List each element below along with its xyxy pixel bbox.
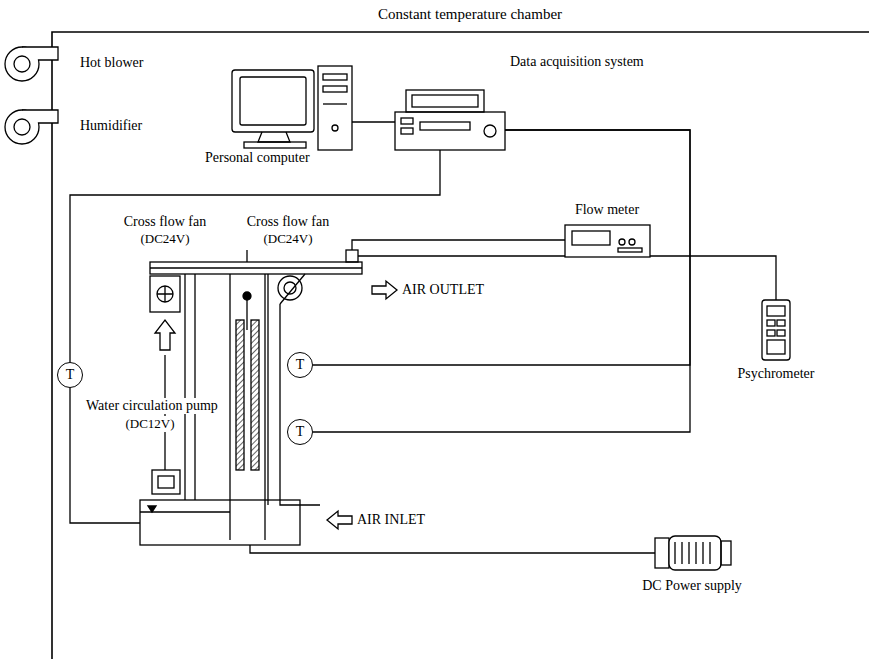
flow-meter-icon xyxy=(565,225,650,257)
device-label: Personal computer xyxy=(205,150,310,166)
device-box: Personal computer xyxy=(230,66,352,150)
part-label: (DC12V) xyxy=(123,416,176,432)
humidifier-icon xyxy=(5,110,58,144)
power-supply-icon xyxy=(655,536,731,570)
diagram-title: Constant temperature chamber xyxy=(378,6,562,23)
part-label: (DC24V) xyxy=(263,231,312,247)
evaporative-cooler-apparatus xyxy=(70,240,776,553)
device-label: Data acquisition system xyxy=(510,54,644,70)
signal-wire xyxy=(352,121,395,122)
part-label: AIR OUTLET xyxy=(402,282,484,298)
part-label: Cross flow fan xyxy=(247,214,329,230)
part-label: Psychrometer xyxy=(738,366,815,382)
device-box: Data acquisition system xyxy=(395,90,505,150)
sensor-circle: T xyxy=(287,419,313,445)
computer-icon xyxy=(232,66,352,150)
sensor-circle: T xyxy=(57,362,83,388)
part-label: Humidifier xyxy=(80,118,142,134)
part-label: Hot blower xyxy=(80,55,143,71)
part-label: Cross flow fan xyxy=(124,214,206,230)
sensor-circle: T xyxy=(287,352,313,378)
sensor-symbol: T xyxy=(296,358,305,372)
psychrometer-icon xyxy=(762,300,790,360)
chamber-wall xyxy=(52,32,869,659)
signal-wire xyxy=(70,150,440,362)
part-label: Water circulation pump xyxy=(84,398,220,414)
part-label: (DC24V) xyxy=(140,231,189,247)
part-label: DC Power supply xyxy=(642,578,742,594)
signal-wire xyxy=(313,130,690,365)
data-logger-icon xyxy=(395,90,505,150)
sensor-symbol: T xyxy=(66,368,75,382)
sensor-symbol: T xyxy=(296,425,305,439)
part-label: AIR INLET xyxy=(357,512,425,528)
signal-wire xyxy=(313,130,690,432)
hot-blower-icon xyxy=(5,47,58,81)
part-label: Flow meter xyxy=(575,202,639,218)
